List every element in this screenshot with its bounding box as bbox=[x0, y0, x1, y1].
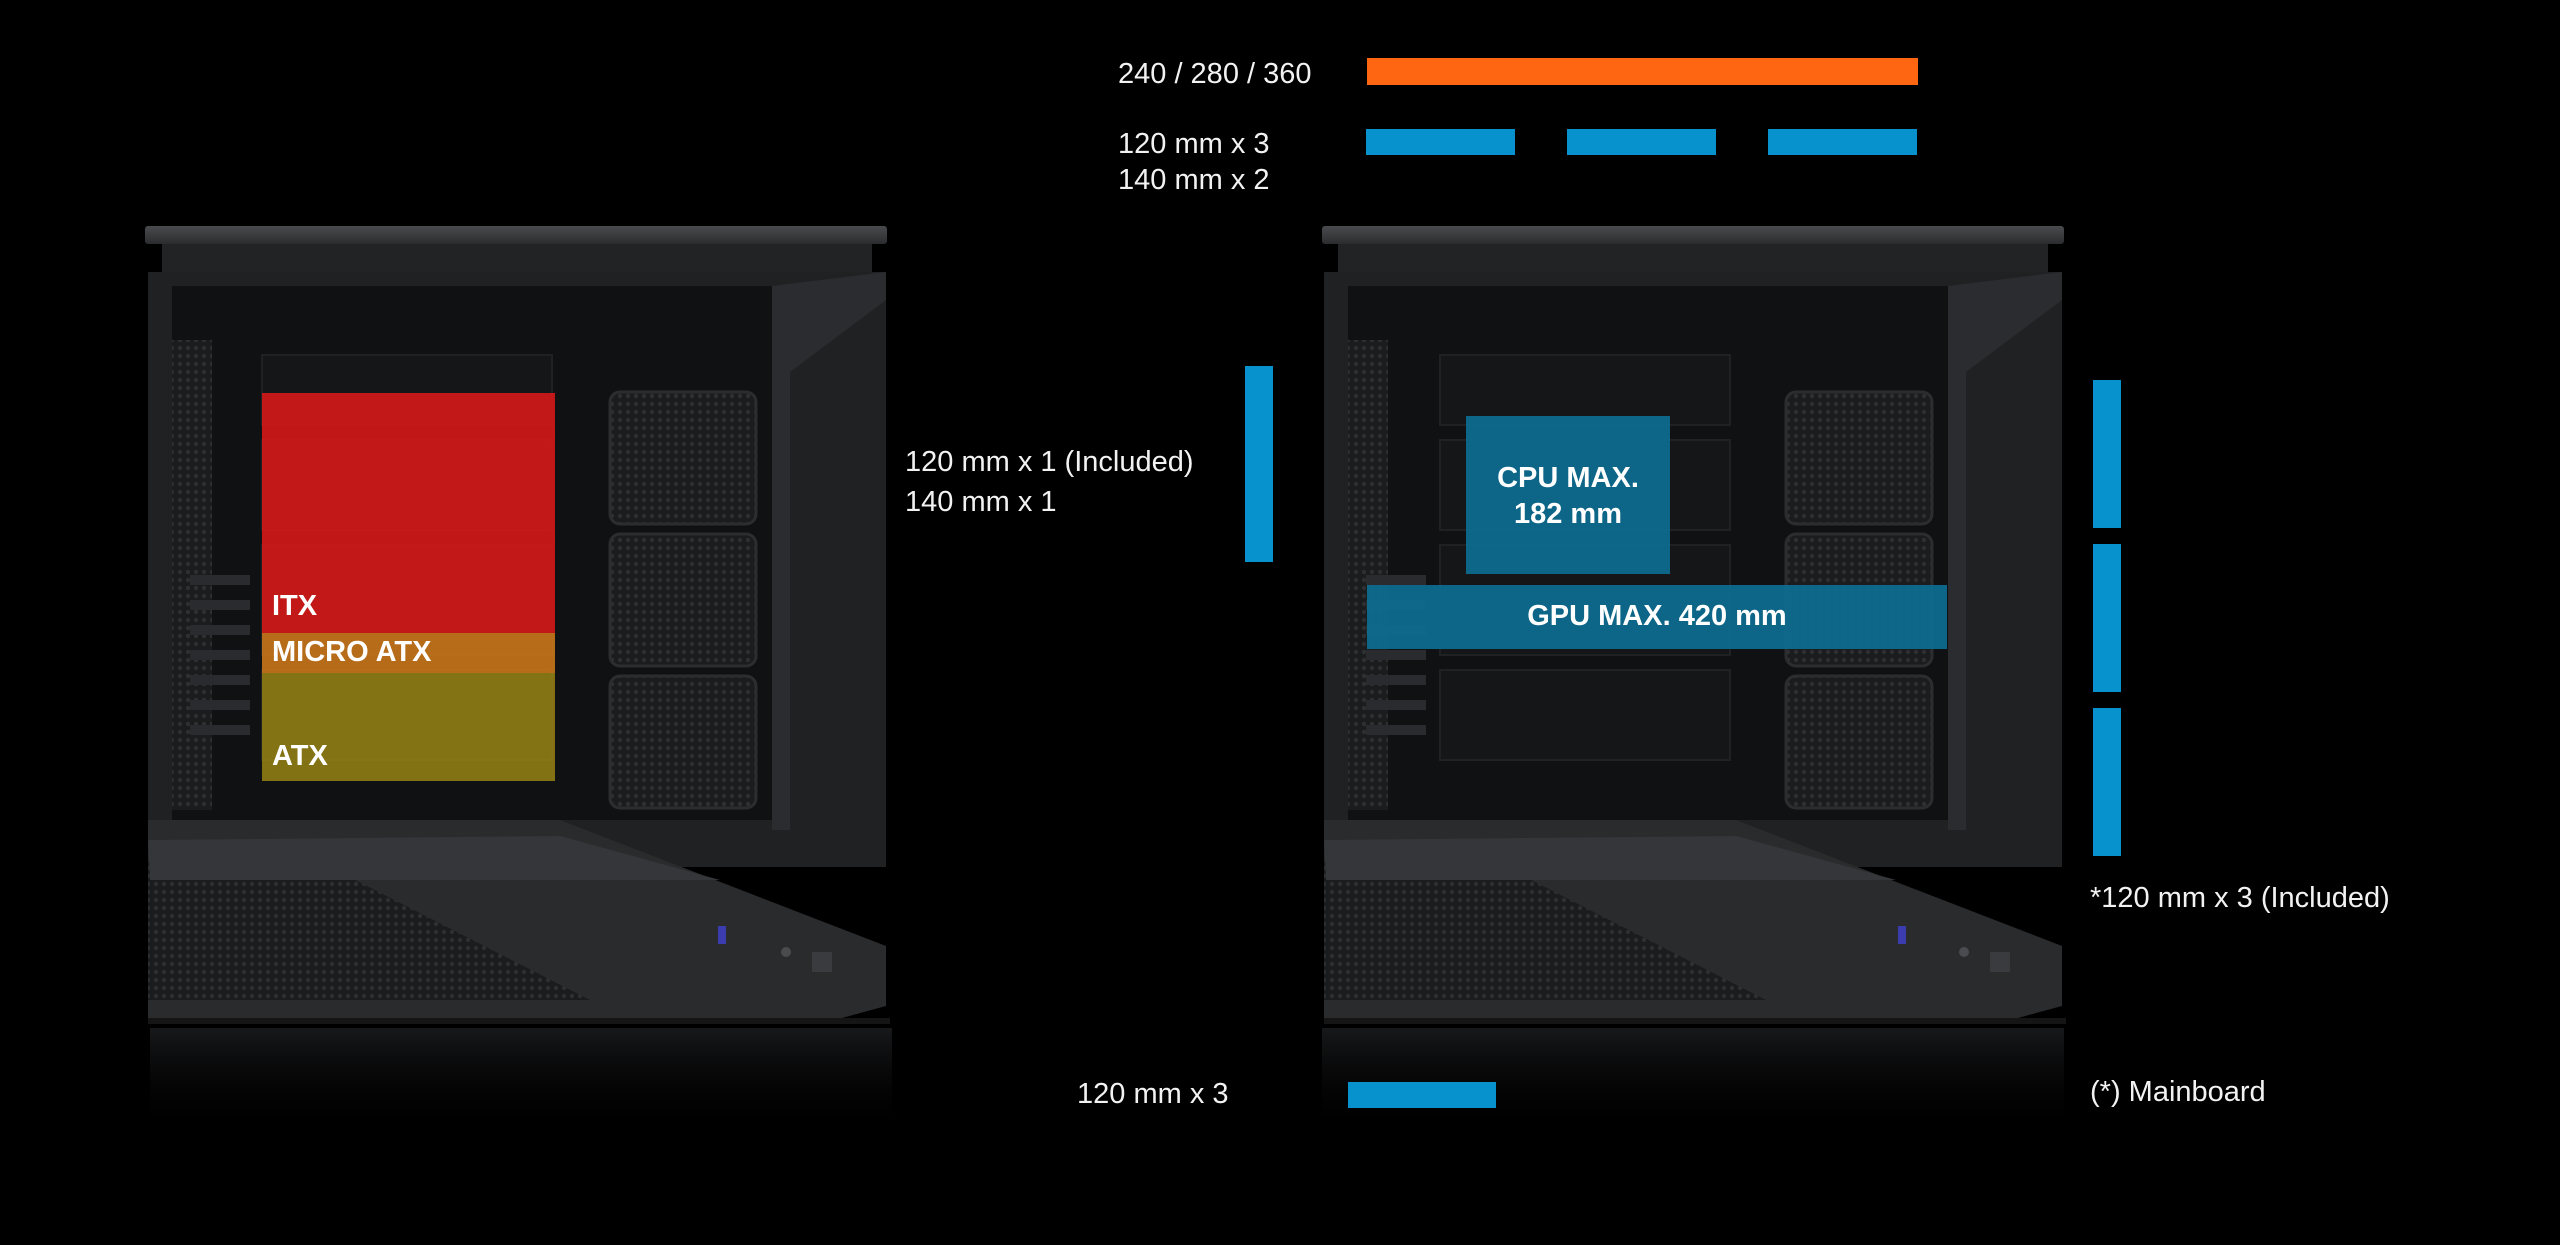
cpu-clearance-label-1: CPU MAX. bbox=[1497, 462, 1639, 494]
right-case bbox=[1322, 226, 2066, 1133]
left-case-reflection bbox=[150, 1028, 892, 1133]
side-fan-label: *120 mm x 3 (Included) bbox=[2090, 882, 2390, 914]
top-fan-label-120: 120 mm x 3 bbox=[1118, 128, 1270, 160]
top-fan-bar-3 bbox=[1768, 129, 1917, 155]
itx-label: ITX bbox=[272, 590, 318, 622]
right-case-top-panel bbox=[1322, 226, 2064, 244]
left-case bbox=[145, 226, 892, 1133]
top-radiator-bar bbox=[1367, 58, 1918, 85]
rear-fan-label-120: 120 mm x 1 (Included) bbox=[905, 446, 1194, 478]
mb-atx-area bbox=[262, 673, 555, 781]
mb-micro-atx-area bbox=[262, 633, 555, 673]
left-case-side-fan-mounts bbox=[608, 390, 758, 810]
top-fan-bar-2 bbox=[1567, 129, 1716, 155]
cpu-clearance-box bbox=[1466, 416, 1670, 574]
micro-atx-label: MICRO ATX bbox=[272, 636, 432, 668]
right-case-usb-port bbox=[1898, 926, 1906, 944]
left-case-usb-port bbox=[718, 926, 726, 944]
bottom-fan-label: 120 mm x 3 bbox=[1077, 1078, 1229, 1110]
side-fan-bar-3 bbox=[2093, 708, 2121, 856]
mb-itx-area bbox=[262, 393, 555, 633]
side-fan-bar-1 bbox=[2093, 380, 2121, 528]
right-case-reflection bbox=[1322, 1028, 2064, 1133]
mainboard-footnote: (*) Mainboard bbox=[2090, 1076, 2266, 1108]
left-case-top-panel bbox=[145, 226, 887, 244]
rear-fan-bar bbox=[1245, 366, 1273, 562]
atx-label: ATX bbox=[272, 740, 328, 772]
top-fan-bar-1 bbox=[1366, 129, 1515, 155]
bottom-fan-bar bbox=[1348, 1082, 1496, 1108]
gpu-clearance-box bbox=[1367, 585, 1947, 649]
top-radiator-label: 240 / 280 / 360 bbox=[1118, 58, 1312, 90]
rear-fan-label-140: 140 mm x 1 bbox=[905, 486, 1057, 518]
top-fan-label-140: 140 mm x 2 bbox=[1118, 164, 1270, 196]
gpu-clearance-label: GPU MAX. 420 mm bbox=[1527, 600, 1787, 632]
cpu-clearance-label-2: 182 mm bbox=[1513, 498, 1622, 530]
side-fan-bar-2 bbox=[2093, 544, 2121, 692]
